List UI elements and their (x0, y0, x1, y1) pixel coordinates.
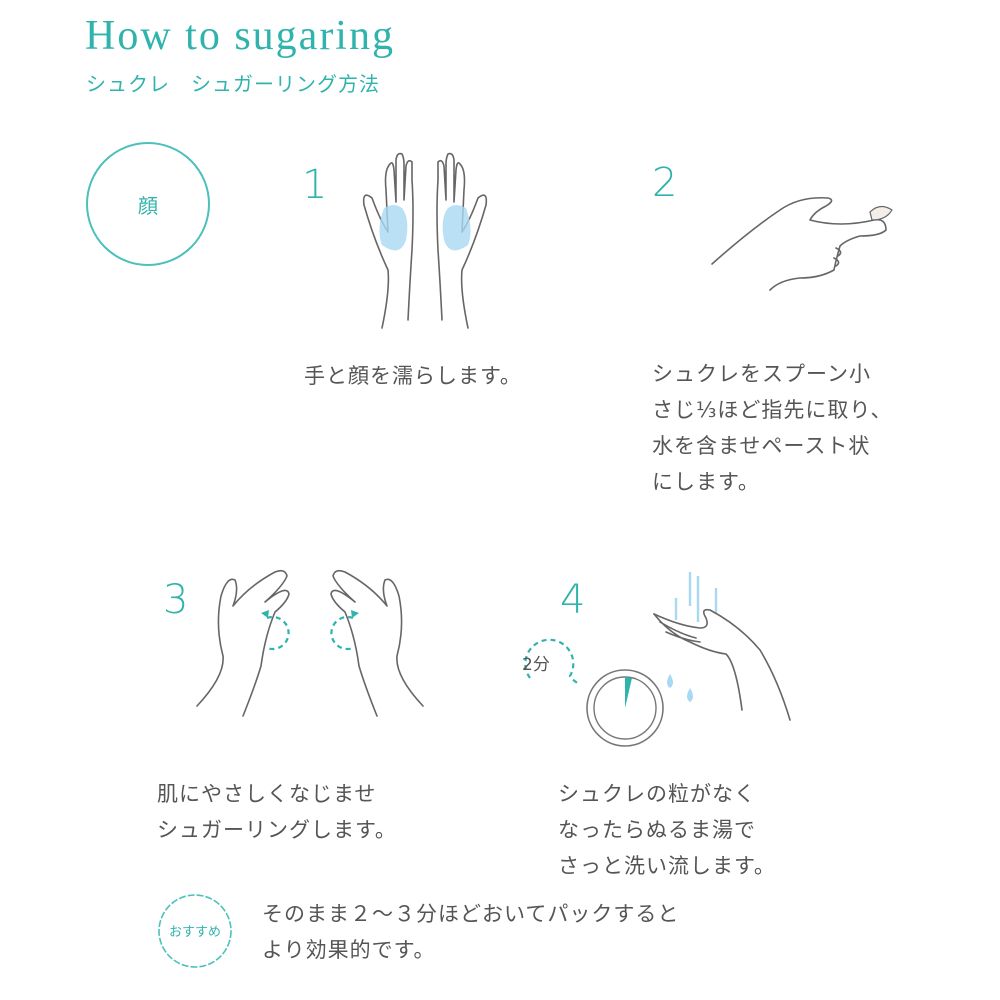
rinse-hand-icon (653, 572, 791, 721)
step-2-number: 2 (652, 160, 678, 206)
step-3-text: 肌にやさしくなじませ シュガーリングします。 (157, 782, 397, 842)
timer-label: 2分 (522, 655, 550, 675)
page-subtitle: シュクレ シュガーリング方法 (86, 72, 380, 96)
page-title: How to sugaring (85, 13, 395, 59)
wet-hands-icon (362, 152, 488, 329)
step-4-text: シュクレの粒がなく なったらぬるま湯で さっと洗い流します。 (558, 782, 776, 878)
scalloped-badge-icon (158, 894, 232, 968)
recommend-badge-label: おすすめ (168, 925, 221, 940)
recommend-badge: おすすめ (152, 888, 238, 974)
step-1-number: 1 (302, 162, 328, 208)
step-3-number: 3 (163, 577, 189, 623)
step-4-number: 4 (560, 577, 586, 623)
circular-motion-hands-icon (196, 569, 424, 717)
step-1-text: 手と顔を濡らします。 (304, 364, 522, 388)
step-2-text: シュクレをスプーン小 さじ⅓ほど指先に取り、 水を含ませペースト状 にします。 (652, 362, 893, 494)
area-badge-label: 顔 (138, 194, 158, 218)
fingertip-paste-icon (711, 196, 893, 291)
timer-icon (524, 638, 664, 747)
recommend-text: そのまま２〜３分ほどおいてパックすると より効果的です。 (262, 902, 680, 962)
area-badge-face: 顔 (86, 142, 210, 266)
